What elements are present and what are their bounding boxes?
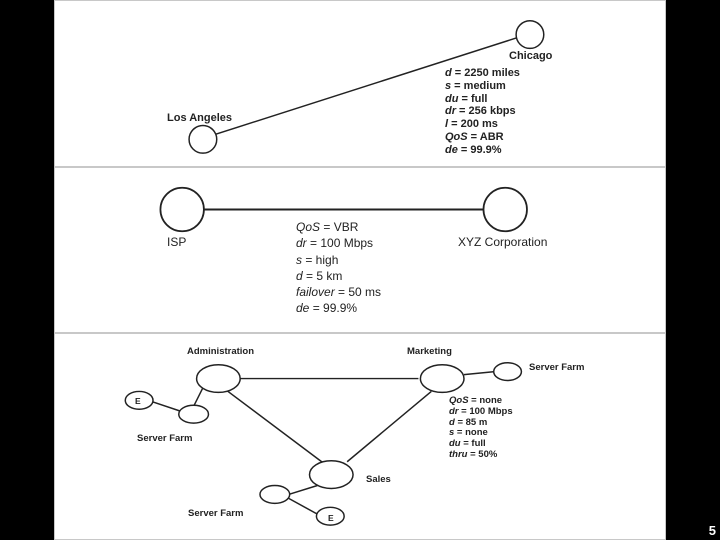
lan-topology-panel: Administration Marketing Sales Server Fa… bbox=[54, 333, 666, 540]
server-farm-label: Server Farm bbox=[188, 508, 244, 519]
attr-row: d = 85 m bbox=[449, 416, 488, 428]
server-farm-node bbox=[492, 361, 523, 382]
server-farm-label: Server Farm bbox=[137, 433, 193, 444]
sales-label: Sales bbox=[366, 474, 391, 485]
chicago-label: Chicago bbox=[509, 50, 553, 62]
link-attributes: d = 2250 miles s = medium du = full dr =… bbox=[445, 67, 520, 157]
server-farm-node bbox=[259, 484, 291, 505]
marketing-label: Marketing bbox=[407, 346, 452, 357]
marketing-node bbox=[419, 363, 465, 394]
attr-row: s = medium bbox=[445, 79, 506, 92]
wan-link-diagram bbox=[188, 20, 545, 154]
isp-link-diagram bbox=[159, 186, 528, 233]
endpoint-node bbox=[315, 506, 345, 526]
admin-sales-link bbox=[224, 388, 325, 465]
attr-row: dr = 100 Mbps bbox=[449, 405, 513, 417]
la-chicago-link bbox=[202, 32, 531, 140]
xyz-corporation-label: XYZ Corporation bbox=[458, 235, 548, 249]
attr-row: dr = 100 Mbps bbox=[296, 236, 374, 251]
los-angeles-label: Los Angeles bbox=[167, 112, 232, 124]
attr-row: thru = 50% bbox=[449, 448, 498, 460]
attr-row: du = full bbox=[449, 438, 486, 450]
attr-row: de = 99.9% bbox=[445, 143, 502, 156]
attr-row: dr = 256 kbps bbox=[445, 105, 516, 118]
serverfarm-e-link bbox=[150, 400, 184, 413]
attr-row: l = 200 ms bbox=[445, 118, 498, 131]
los-angeles-node bbox=[188, 124, 218, 154]
marketing-sales-link bbox=[346, 390, 432, 463]
server-farm-label: Server Farm bbox=[529, 362, 585, 373]
isp-link-panel: ISP XYZ Corporation QoS = VBR dr = 100 M… bbox=[54, 167, 666, 333]
attr-row: QoS = VBR bbox=[296, 220, 359, 234]
attr-row: d = 5 km bbox=[296, 268, 343, 283]
wan-link-panel: Los Angeles Chicago d = 2250 miles s = m… bbox=[54, 0, 666, 167]
sales-serverfarm-link bbox=[288, 484, 318, 496]
server-farm-node bbox=[178, 404, 210, 424]
attr-row: s = none bbox=[449, 427, 488, 439]
attr-row: de = 99.9% bbox=[296, 301, 358, 316]
serverfarm-e-link bbox=[288, 497, 320, 516]
administration-node bbox=[195, 363, 241, 394]
page-number: 5 bbox=[708, 523, 716, 538]
attr-row: du = full bbox=[445, 92, 488, 105]
marketing-serverfarm-link bbox=[463, 370, 495, 376]
lan-topology-diagram bbox=[124, 361, 523, 526]
chicago-node bbox=[515, 20, 545, 50]
isp-node bbox=[159, 186, 205, 233]
sales-node bbox=[308, 460, 354, 490]
endpoint-label: E bbox=[328, 513, 334, 523]
attr-row: s = high bbox=[296, 252, 339, 267]
attr-row: failover = 50 ms bbox=[296, 285, 382, 300]
link-attributes: QoS = VBR dr = 100 Mbps s = high d = 5 k… bbox=[296, 219, 381, 317]
endpoint-node bbox=[124, 390, 154, 411]
link-attributes: QoS = none dr = 100 Mbps d = 85 m s = no… bbox=[449, 395, 513, 461]
endpoint-label: E bbox=[135, 396, 141, 406]
isp-label: ISP bbox=[167, 235, 187, 249]
administration-label: Administration bbox=[187, 346, 255, 357]
attr-row: d = 2250 miles bbox=[445, 67, 520, 79]
attr-row: QoS = none bbox=[449, 395, 503, 406]
xyz-corporation-node bbox=[482, 186, 528, 233]
attr-row: QoS = ABR bbox=[445, 130, 504, 143]
